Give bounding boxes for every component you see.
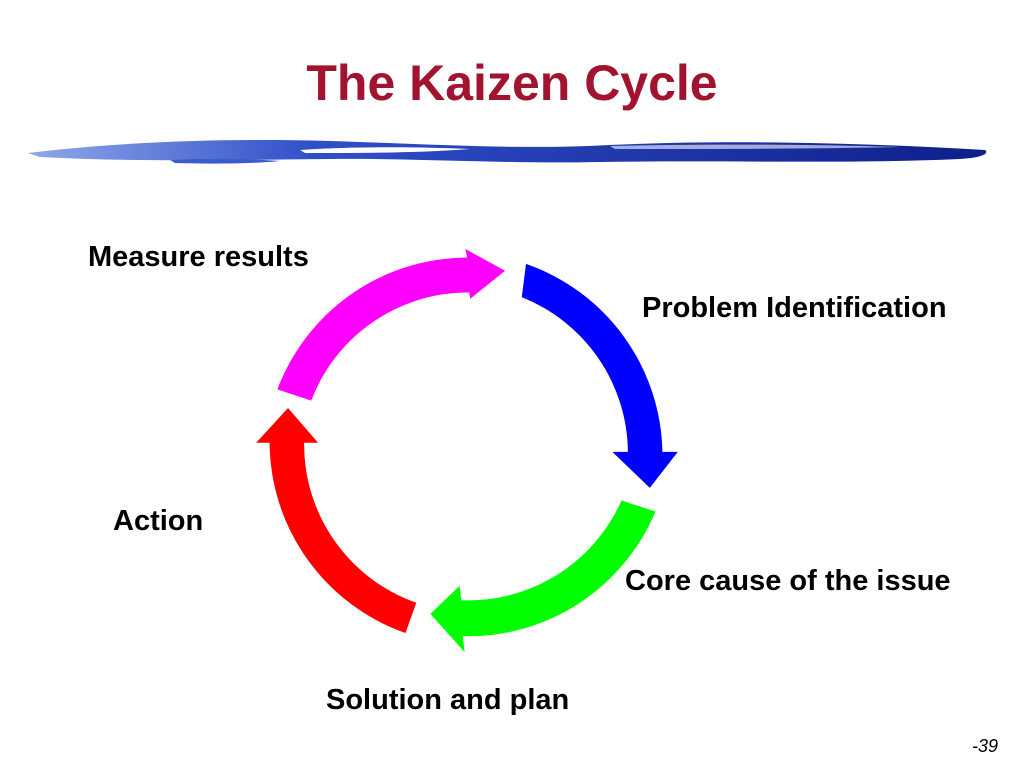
brush-stroke-divider bbox=[28, 140, 987, 164]
label-core-cause: Core cause of the issue bbox=[625, 565, 951, 597]
arrow-problem-identification bbox=[521, 263, 678, 488]
page-number: -39 bbox=[971, 736, 998, 756]
arrow-action bbox=[256, 408, 417, 633]
arrow-measure-results bbox=[277, 249, 506, 401]
arrow-core-cause bbox=[430, 500, 656, 653]
label-problem-identification: Problem Identification bbox=[642, 292, 947, 324]
label-action: Action bbox=[113, 505, 204, 537]
slide-title: The Kaizen Cycle bbox=[306, 55, 718, 111]
label-measure-results: Measure results bbox=[88, 241, 309, 273]
label-solution-and-plan: Solution and plan bbox=[326, 684, 570, 716]
